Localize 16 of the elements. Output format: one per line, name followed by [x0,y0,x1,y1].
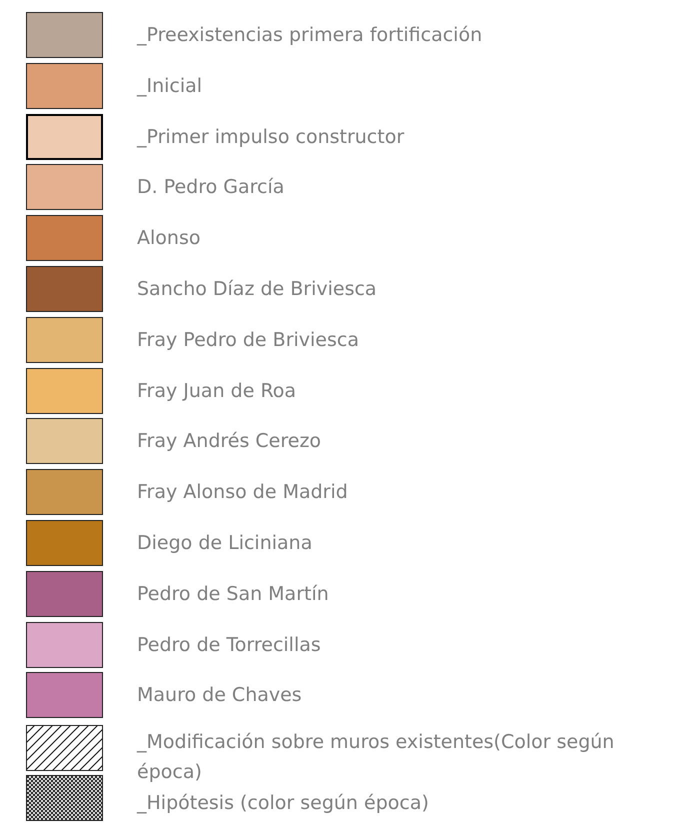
legend-label: D. Pedro García [137,175,286,200]
legend-label: Alonso [137,226,202,252]
legend-label: _Primer impulso constructor [137,124,406,150]
legend-label: Diego de Liciniana [137,531,314,556]
legend-label: Fray Alonso de Madrid [137,480,349,506]
legend-label: Fray Pedro de Briviesca [137,328,360,353]
legend-label: _Preexistencias primera fortificación [137,23,484,48]
legend-label: Mauro de Chaves [137,683,303,708]
legend-label: Pedro de San Martín [137,582,330,607]
legend-label: Fray Juan de Roa [137,378,298,404]
legend-label: _Modificación sobre muros existentes(Color según época) [137,730,616,785]
legend-label: Sancho Díaz de Briviesca [137,277,378,302]
legend-label: _Inicial [137,74,204,99]
legend-label: Pedro de Torrecillas [137,632,322,658]
legend-label: _Hipótesis (color según época) [137,791,430,816]
legend-label: Fray Andrés Cerezo [137,429,322,454]
